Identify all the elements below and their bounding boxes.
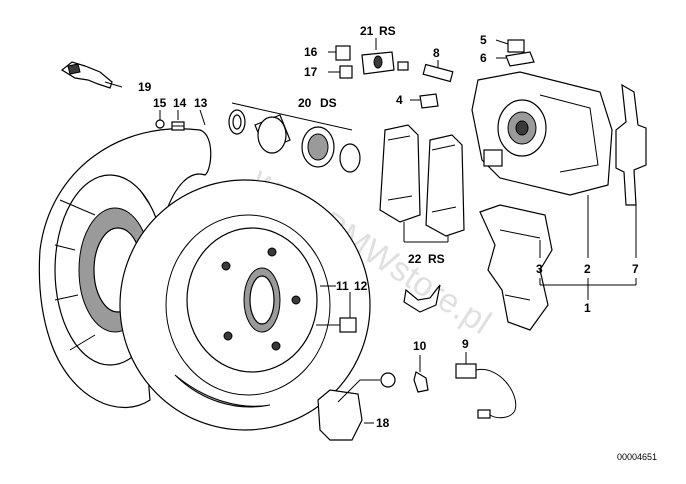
guide-pin-kit [335, 45, 454, 109]
caliper-carrier [479, 204, 553, 331]
callout-11: 11 [336, 279, 349, 293]
leader-lines [104, 38, 637, 424]
wear-indicator-18 [317, 372, 396, 441]
callout-14: 14 [173, 96, 187, 110]
callout-9: 9 [462, 337, 469, 351]
callout-17: 17 [304, 65, 318, 79]
piston-kit [228, 109, 361, 173]
callout-21-suffix: RS [379, 24, 396, 38]
callout-8: 8 [433, 46, 440, 60]
callout-18: 18 [376, 416, 390, 430]
callout-22: 22 [408, 252, 422, 266]
callout-21: 21 [360, 24, 374, 38]
callout-7: 7 [632, 262, 639, 276]
callout-20: 20 [298, 96, 312, 110]
callout-13: 13 [194, 96, 208, 110]
retaining-spring-19 [60, 61, 113, 89]
callout-4: 4 [396, 93, 403, 107]
callout-19: 19 [138, 80, 152, 94]
holding-clip [403, 284, 441, 393]
callout-10: 10 [413, 339, 427, 353]
brake-caliper [471, 39, 613, 196]
anti-rattle-spring [615, 83, 647, 206]
callout-2: 2 [584, 262, 591, 276]
callout-20-suffix: DS [320, 96, 337, 110]
callout-15: 15 [153, 96, 167, 110]
callout-22-suffix: RS [428, 252, 445, 266]
washer-15 [155, 119, 165, 129]
brake-pads [379, 124, 465, 237]
callout-1: 1 [584, 301, 591, 315]
callout-16: 16 [304, 45, 318, 59]
wear-sensor [455, 363, 517, 419]
wheel-bolt [316, 317, 357, 333]
callout-12: 12 [354, 279, 368, 293]
callout-6: 6 [480, 51, 487, 65]
callout-labels: 19 15 14 13 20 DS 21 RS 16 17 8 4 5 6 22… [138, 24, 639, 430]
brake-disc [119, 179, 371, 431]
callout-3: 3 [536, 262, 543, 276]
callout-5: 5 [480, 33, 487, 47]
drawing-code: 00004651 [617, 452, 657, 462]
bolt-14 [171, 121, 185, 131]
